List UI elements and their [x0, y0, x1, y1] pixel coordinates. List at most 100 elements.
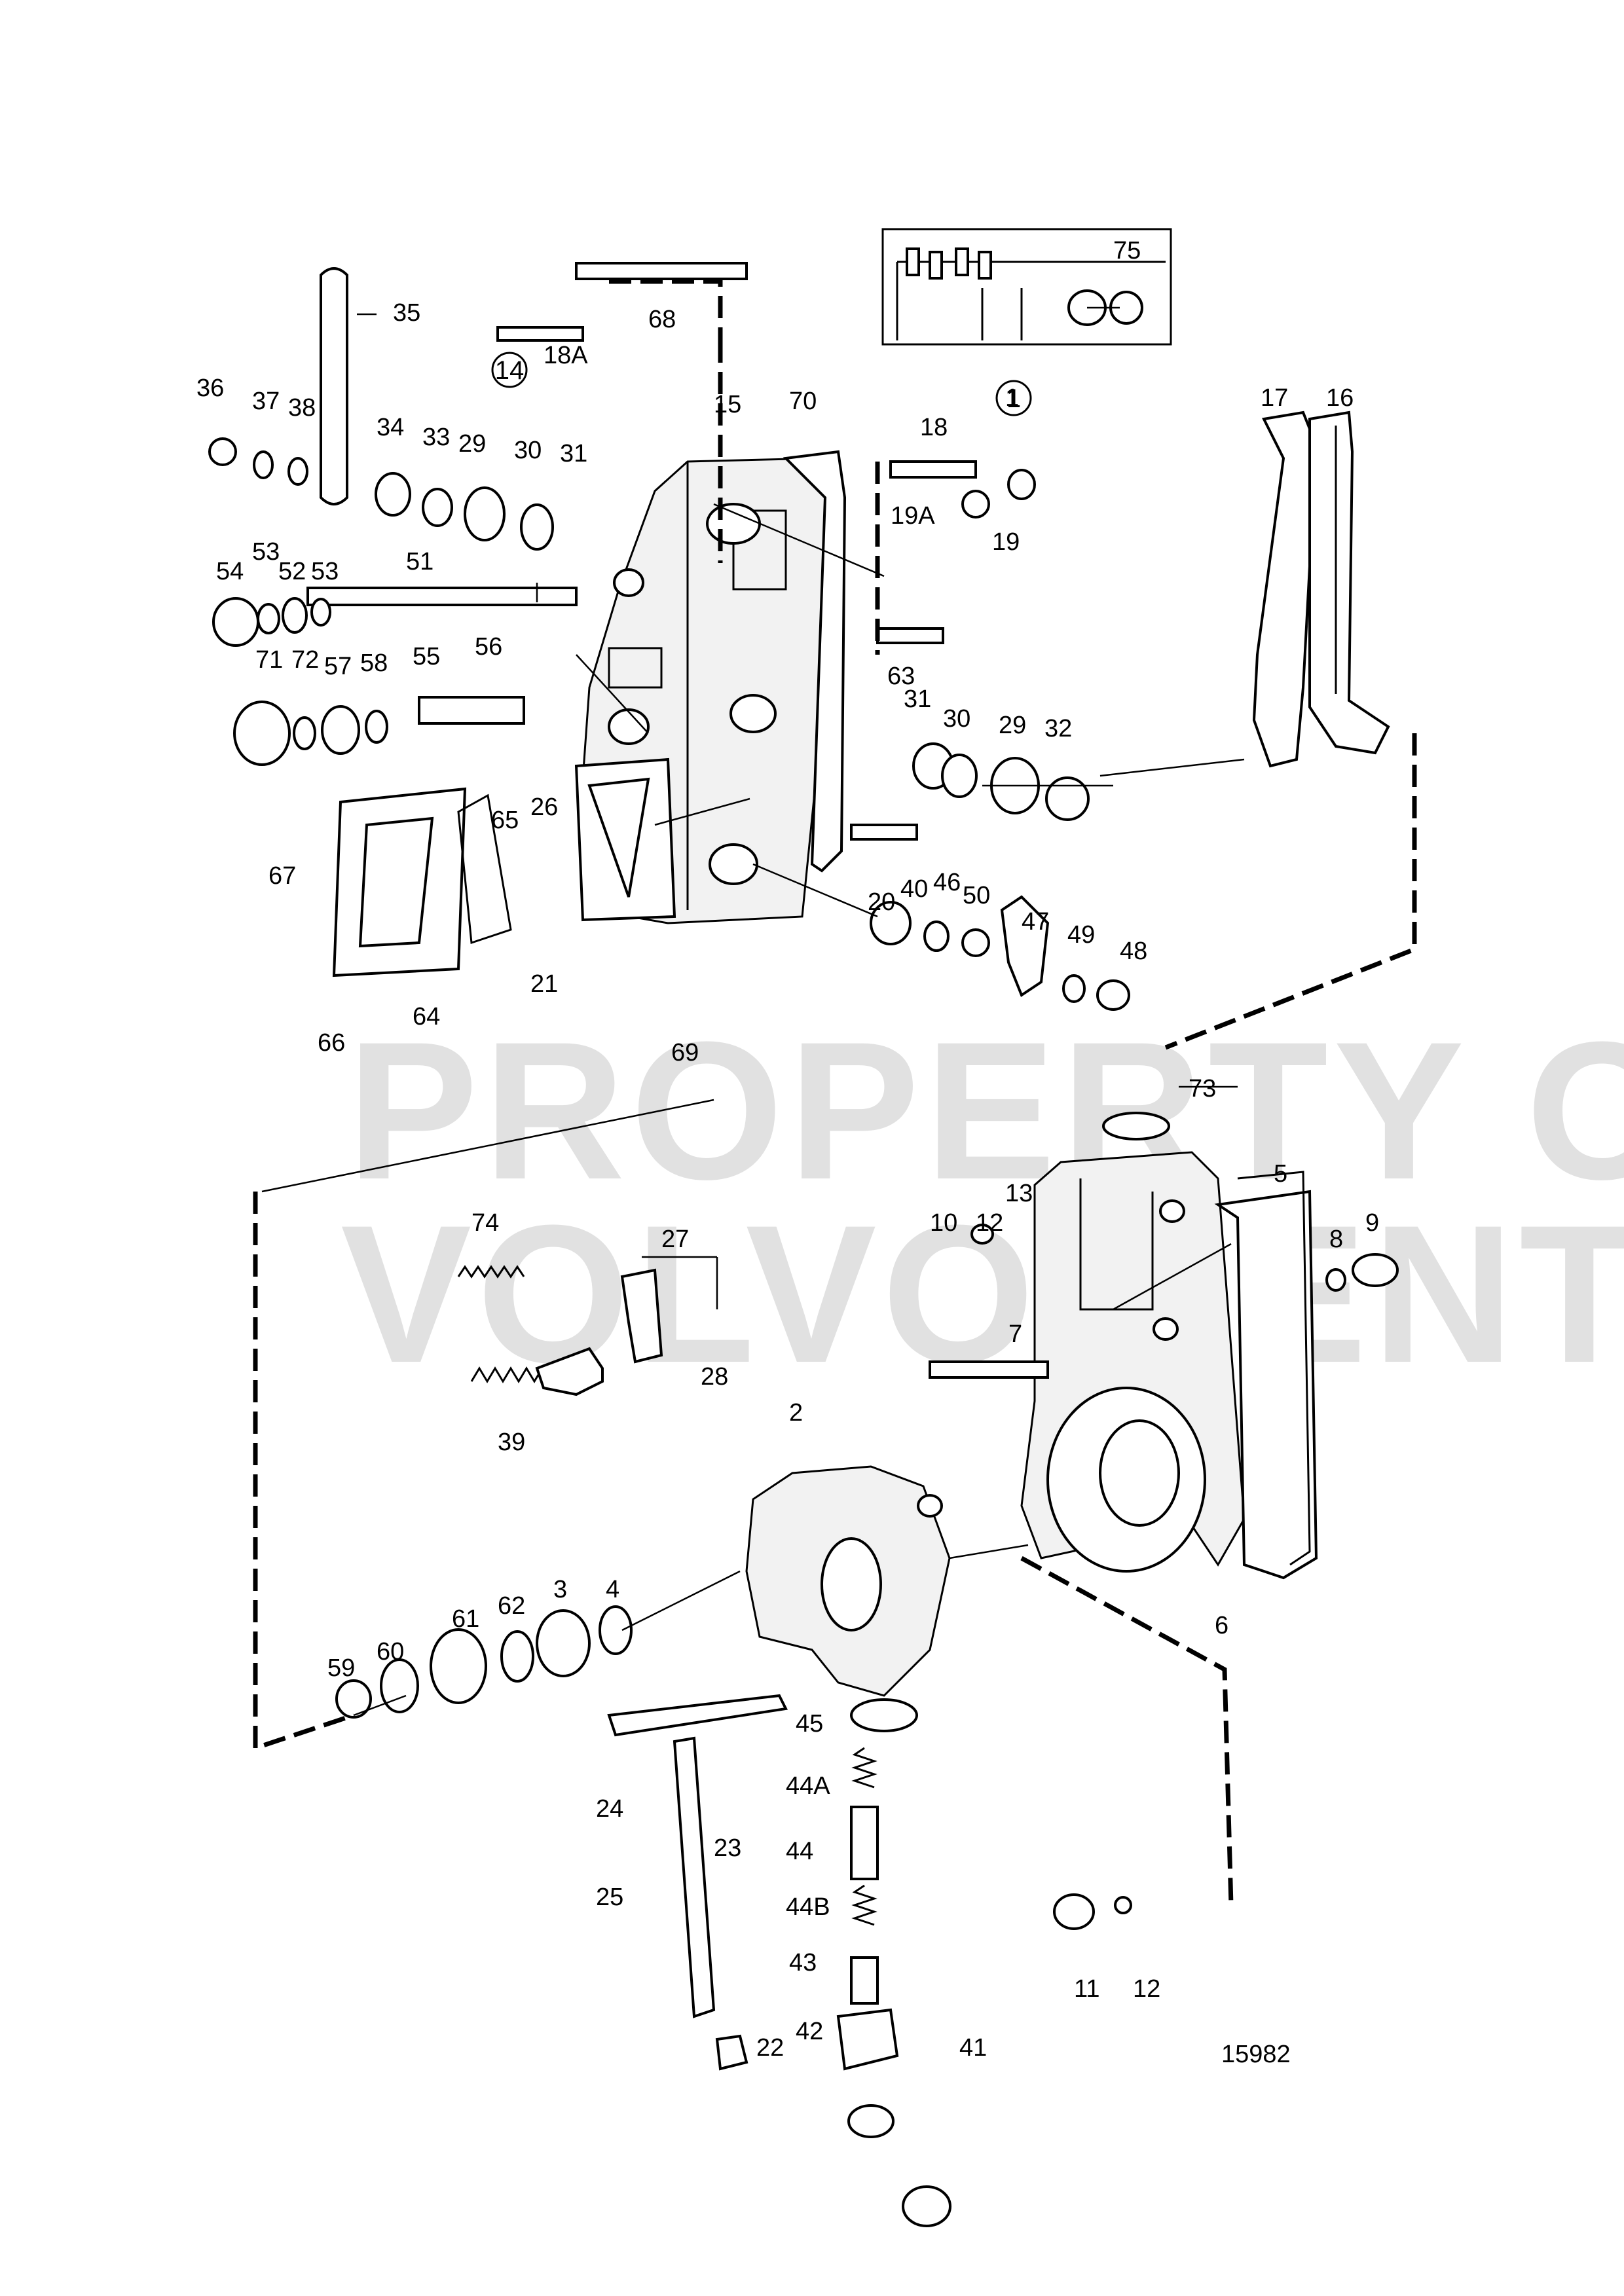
label-3: 3 [553, 1576, 567, 1603]
drawing-number: 15982 [1221, 2041, 1291, 2068]
label-64: 64 [413, 1003, 440, 1030]
label-27: 27 [661, 1226, 689, 1253]
label-53b: 53 [311, 558, 339, 585]
lower-housing [1020, 1112, 1318, 1580]
linkage-parts [457, 1265, 899, 2071]
label-29a: 29 [458, 430, 486, 458]
label-28: 28 [701, 1363, 728, 1391]
label-8: 8 [1329, 1226, 1343, 1253]
circled-ref-1: 1 [1006, 384, 1021, 413]
label-24: 24 [596, 1795, 623, 1823]
label-44b: 44B [786, 1893, 830, 1921]
governor-housing [745, 1465, 951, 1697]
label-50: 50 [963, 882, 990, 909]
label-74: 74 [471, 1209, 499, 1237]
label-44a: 44A [786, 1772, 830, 1800]
label-6: 6 [1215, 1612, 1228, 1639]
label-2: 2 [789, 1399, 803, 1427]
label-34: 34 [377, 414, 404, 441]
label-23: 23 [714, 1834, 741, 1862]
label-9: 9 [1365, 1209, 1379, 1237]
circled-refs: 14 1 [491, 352, 1032, 416]
label-53a: 53 [252, 538, 280, 566]
assembly-lines [253, 279, 1417, 1906]
label-21: 21 [530, 970, 558, 998]
label-46: 46 [933, 869, 961, 896]
label-18a: 18A [544, 342, 588, 369]
label-5: 5 [1274, 1160, 1287, 1188]
label-20: 20 [868, 888, 895, 916]
label-68: 68 [648, 306, 676, 333]
label-71: 71 [255, 646, 283, 674]
label-31a: 31 [560, 440, 587, 467]
label-29b: 29 [999, 712, 1026, 739]
label-60: 60 [377, 1638, 404, 1666]
upper-housing [574, 450, 847, 924]
label-67: 67 [268, 862, 296, 890]
label-30a: 30 [514, 437, 542, 464]
label-17: 17 [1261, 384, 1288, 412]
label-49: 49 [1067, 921, 1095, 949]
label-16: 16 [1326, 384, 1354, 412]
label-75: 75 [1113, 237, 1141, 264]
label-57: 57 [324, 653, 352, 680]
label-4: 4 [606, 1576, 619, 1603]
label-22: 22 [756, 2034, 784, 2062]
label-39: 39 [498, 1429, 525, 1456]
label-63: 63 [887, 663, 915, 690]
label-37: 37 [252, 388, 280, 415]
label-73: 73 [1189, 1075, 1216, 1102]
label-10: 10 [930, 1209, 957, 1237]
pivot-levers [1252, 410, 1390, 768]
label-18: 18 [920, 414, 948, 441]
label-52: 52 [278, 558, 306, 585]
label-31b: 31 [904, 685, 931, 713]
label-13: 13 [1005, 1180, 1033, 1207]
label-72: 72 [291, 646, 319, 674]
label-44: 44 [786, 1838, 813, 1865]
label-12b: 12 [1133, 1975, 1160, 2003]
label-38: 38 [288, 394, 316, 422]
label-42: 42 [796, 2018, 823, 2045]
label-15: 15 [714, 391, 741, 418]
label-25: 25 [596, 1884, 623, 1911]
circled-ref-14: 14 [495, 356, 525, 385]
label-40: 40 [900, 875, 928, 903]
label-70: 70 [789, 388, 817, 415]
callouts: 1 2 3 4 5 6 7 8 9 10 11 12 12 13 15 16 1… [196, 237, 1379, 2062]
gaskets [332, 787, 1311, 1566]
label-1: 1 [1005, 384, 1019, 412]
label-54: 54 [216, 558, 244, 585]
watermark: PROPERTY OF VOLVO PENTA [341, 1000, 1624, 1404]
inset-detail [881, 228, 1172, 346]
label-61: 61 [452, 1605, 479, 1633]
label-56: 56 [475, 633, 502, 661]
rod-35 [320, 267, 348, 505]
label-58: 58 [360, 649, 388, 677]
label-12a: 12 [976, 1209, 1003, 1237]
label-36: 36 [196, 374, 224, 402]
label-47: 47 [1022, 908, 1049, 936]
label-32: 32 [1044, 715, 1072, 742]
label-11: 11 [1074, 1975, 1099, 2003]
label-62: 62 [498, 1592, 525, 1620]
label-35: 35 [393, 299, 420, 327]
label-69: 69 [671, 1039, 699, 1066]
label-43: 43 [789, 1949, 817, 1977]
label-59: 59 [327, 1654, 355, 1682]
label-66: 66 [318, 1029, 345, 1057]
label-48: 48 [1120, 938, 1147, 965]
label-33: 33 [422, 424, 450, 451]
label-19: 19 [992, 528, 1020, 556]
label-19a: 19A [891, 502, 935, 530]
label-65: 65 [491, 807, 519, 834]
leader-lines [261, 313, 1245, 1717]
label-55: 55 [413, 643, 440, 670]
label-45: 45 [796, 1710, 823, 1738]
label-51: 51 [406, 548, 434, 575]
watermark-line1: PROPERTY OF [347, 1000, 1624, 1220]
label-26: 26 [530, 793, 558, 821]
label-30b: 30 [943, 705, 970, 733]
label-7: 7 [1008, 1321, 1022, 1348]
